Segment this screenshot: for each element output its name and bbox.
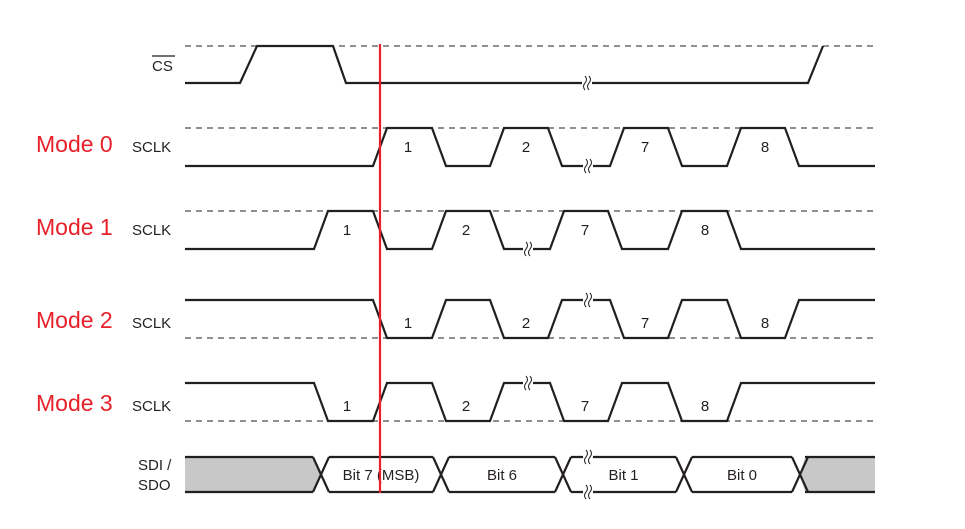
clock-pulse-number: 7 xyxy=(641,139,649,156)
bit-transition xyxy=(790,456,810,493)
mode-0-row: Mode 0 SCLK 1 2 7 8 xyxy=(36,126,875,174)
mode-label: Mode 3 xyxy=(36,390,113,416)
cs-label: CS xyxy=(152,58,173,75)
break-icon xyxy=(583,449,593,465)
break-icon xyxy=(583,484,593,500)
clock-pulse-number: 8 xyxy=(761,139,769,156)
mode-3-row: Mode 3 SCLK 1 2 7 8 xyxy=(36,375,875,423)
cs-row: CS xyxy=(152,44,875,91)
data-bit-label: Bit 0 xyxy=(727,467,757,484)
idle-region xyxy=(185,457,321,492)
break-icon xyxy=(582,75,592,91)
clock-pulse-number: 2 xyxy=(462,398,470,415)
bit-transition xyxy=(431,456,451,493)
data-bit-label: Bit 6 xyxy=(487,467,517,484)
clock-pulse-number: 2 xyxy=(522,315,530,332)
mode-2-row: Mode 2 SCLK 1 2 7 8 xyxy=(36,292,875,340)
sclk-label: SCLK xyxy=(132,139,171,156)
clock-pulse-number: 8 xyxy=(761,315,769,332)
mode-1-row: Mode 1 SCLK 1 2 7 8 xyxy=(36,209,875,257)
clock-pulse-number: 8 xyxy=(701,222,709,239)
clock-pulse-number: 8 xyxy=(701,398,709,415)
sclk-label: SCLK xyxy=(132,398,171,415)
clock-pulse-number: 1 xyxy=(343,222,351,239)
bit-transition xyxy=(553,456,573,493)
clock-pulse-number: 1 xyxy=(343,398,351,415)
break-icon xyxy=(583,292,593,308)
clock-pulse-number: 7 xyxy=(581,398,589,415)
idle-region xyxy=(800,457,875,492)
clock-pulse-number: 1 xyxy=(404,139,412,156)
break-icon xyxy=(523,375,533,391)
sdo-label: SDO xyxy=(138,477,171,494)
mode-label: Mode 2 xyxy=(36,307,113,333)
clock-pulse-number: 2 xyxy=(462,222,470,239)
clock-pulse-number: 1 xyxy=(404,315,412,332)
clock-pulse-number: 7 xyxy=(581,222,589,239)
bit-transition xyxy=(674,456,694,493)
mode-label: Mode 0 xyxy=(36,131,113,157)
clock-pulse-number: 2 xyxy=(522,139,530,156)
sclk-label: SCLK xyxy=(132,222,171,239)
sclk-label: SCLK xyxy=(132,315,171,332)
bit-transition xyxy=(311,456,331,493)
break-icon xyxy=(583,158,593,174)
cs-waveform xyxy=(185,44,825,85)
clock-pulse-number: 7 xyxy=(641,315,649,332)
sdi-label: SDI / xyxy=(138,457,172,474)
break-icon xyxy=(523,241,533,257)
mode-label: Mode 1 xyxy=(36,214,113,240)
data-bit-label: Bit 1 xyxy=(608,467,638,484)
